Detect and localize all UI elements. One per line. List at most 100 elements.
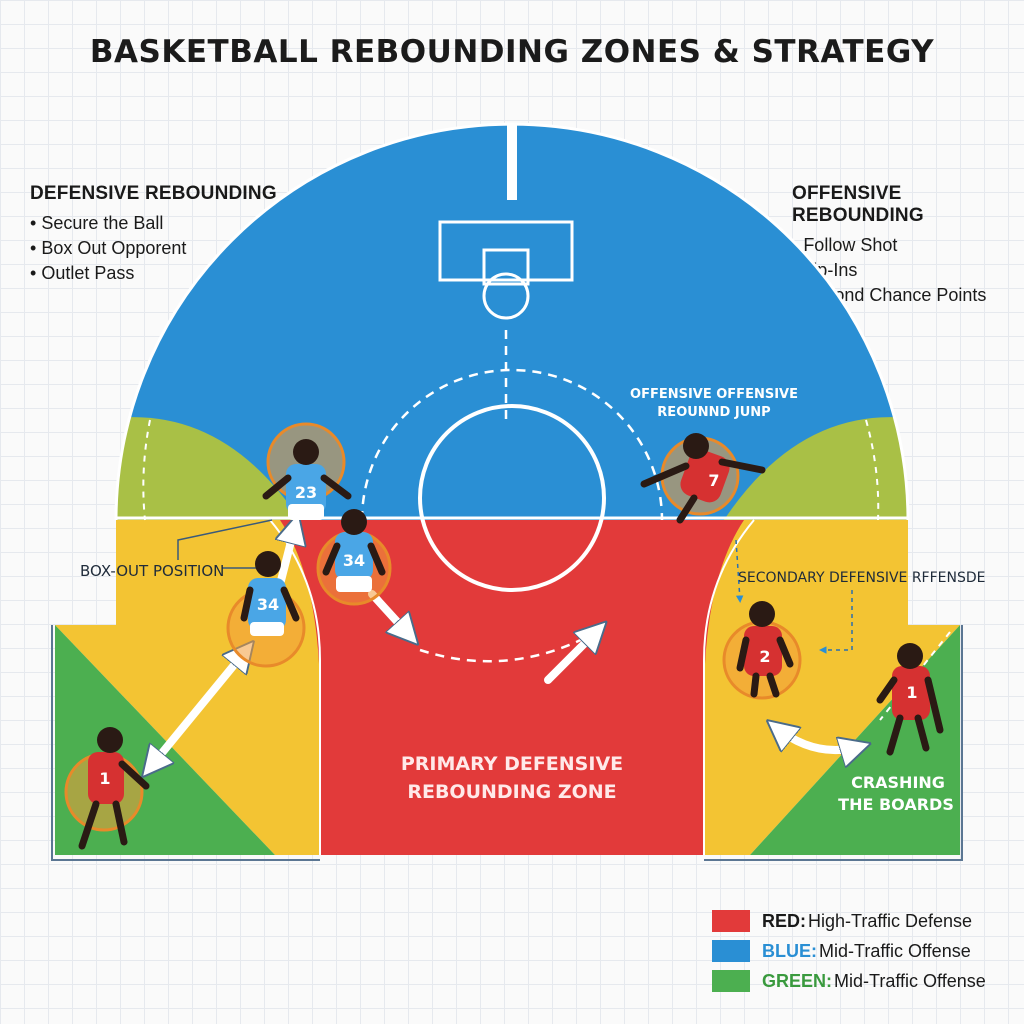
primary-zone-label-2: REBOUNDING ZONE	[407, 781, 616, 803]
player-number: 34	[343, 551, 365, 570]
player-arm	[280, 586, 300, 622]
player-34-center: 34	[316, 509, 392, 606]
player-number: 1	[99, 769, 110, 788]
player-2: 2	[722, 601, 802, 700]
player-shorts	[288, 504, 324, 520]
legend-swatch-red	[712, 910, 750, 932]
legend: RED: High-Traffic Defense BLUE: Mid-Traf…	[712, 906, 986, 996]
player-head	[749, 601, 775, 627]
center-circle	[418, 404, 606, 592]
legend-swatch-blue	[712, 940, 750, 962]
legend-row-red: RED: High-Traffic Defense	[712, 906, 986, 936]
player-jersey	[744, 626, 782, 676]
offensive-rebounding-panel: OFFENSIVE REBOUNDING Follow Shot Tip-Ins…	[792, 183, 1024, 308]
player-number: 23	[295, 483, 317, 502]
offensive-item: Second Chance Points	[792, 283, 1024, 308]
player-shorts	[336, 576, 372, 592]
defensive-item: Box Out Opporent	[30, 236, 277, 261]
olive-zone-right	[724, 417, 908, 520]
defensive-item: Secure the Ball	[30, 211, 277, 236]
player-arm	[876, 676, 898, 704]
player-shorts	[250, 622, 284, 636]
legend-row-blue: BLUE: Mid-Traffic Offense	[712, 936, 986, 966]
crashing-label-1: CRASHING	[851, 773, 945, 792]
arrow-outlet-up	[544, 628, 600, 684]
player-1-left: 1	[64, 727, 150, 850]
legend-desc-blue: Mid-Traffic Offense	[819, 940, 971, 961]
player-leg	[750, 672, 760, 698]
key-box	[482, 248, 530, 286]
player-arm	[736, 636, 750, 672]
player-head	[897, 643, 923, 669]
frame-right	[704, 625, 963, 861]
legend-key-red: RED:	[762, 910, 806, 931]
player-arm	[240, 586, 254, 622]
backboard	[438, 220, 574, 282]
legend-key-blue: BLUE:	[762, 940, 817, 961]
player-arm	[640, 462, 690, 488]
crashing-label-2: THE BOARDS	[838, 795, 954, 814]
player-arm	[776, 636, 794, 668]
player-arm	[718, 458, 766, 474]
player-head	[341, 509, 367, 535]
offensive-list: Follow Shot Tip-Ins Second Chance Points	[792, 233, 1024, 308]
court-frame	[51, 625, 963, 861]
legend-key-green: GREEN:	[762, 970, 833, 991]
player-leg	[766, 672, 780, 698]
legend-desc-red: High-Traffic Defense	[808, 910, 973, 931]
olive-zone-left	[116, 417, 300, 520]
annotation-lines	[177, 519, 853, 654]
secondary-label: SECONDARY DEFENSIVE RFFENSDE	[738, 570, 986, 586]
player-head	[293, 439, 319, 465]
court-labels: BOX-OUT POSITION OFFENSIVE OFFENSIVE REO…	[80, 387, 986, 814]
blue-offense-zone	[116, 124, 908, 520]
dashed-olive-left	[142, 419, 151, 521]
defensive-heading: DEFENSIVE REBOUNDING	[30, 183, 277, 204]
player-arm	[262, 474, 292, 500]
primary-zone-label-1: PRIMARY DEFENSIVE	[401, 753, 623, 775]
player-head	[255, 551, 281, 577]
player-leg	[914, 714, 930, 752]
player-number: 34	[257, 595, 279, 614]
player-arm	[322, 542, 341, 576]
player-arm	[118, 760, 150, 790]
dashed-olive-right	[865, 419, 880, 521]
offensive-item: Follow Shot	[792, 233, 1024, 258]
defensive-item: Outlet Pass	[30, 261, 277, 286]
player-7: 7	[640, 433, 766, 524]
player-head	[97, 727, 123, 753]
player-jersey	[248, 578, 286, 630]
legend-desc-green: Mid-Traffic Offense	[834, 970, 986, 991]
player-jersey	[335, 532, 373, 580]
legend-swatch-green	[712, 970, 750, 992]
player-jersey	[892, 666, 930, 720]
player-number: 1	[906, 683, 917, 702]
red-zone-curve-left	[280, 520, 320, 700]
player-head	[683, 433, 709, 459]
player-arm	[367, 542, 386, 576]
player-1-right: 1	[876, 643, 944, 756]
player-leg	[886, 714, 904, 756]
box-out-pointer	[177, 519, 273, 569]
player-jersey	[286, 464, 326, 514]
red-zone-border-right	[703, 519, 755, 855]
arrow-crashing	[774, 726, 862, 750]
red-defense-zone	[300, 520, 704, 855]
frame-left	[51, 625, 320, 861]
offensive-jump-label-2: REOUNND JUNP	[657, 405, 770, 420]
arrow-outlet-long	[148, 648, 248, 770]
player-leg	[112, 800, 128, 846]
player-leg	[78, 800, 100, 850]
secondary-pointer-1	[735, 539, 744, 603]
player-23: 23	[262, 422, 352, 520]
defensive-list: Secure the Ball Box Out Opporent Outlet …	[30, 211, 277, 286]
player-number: 2	[759, 647, 770, 666]
player-arm	[320, 474, 352, 500]
page-title: BASKETBALL REBOUNDING ZONES & STRATEGY	[89, 34, 935, 70]
dashed-arc	[360, 368, 664, 521]
player-jersey	[680, 449, 730, 503]
arrow-diagonal-down	[368, 590, 412, 638]
red-zone-curve-right	[704, 520, 744, 700]
player-number: 7	[708, 471, 719, 490]
